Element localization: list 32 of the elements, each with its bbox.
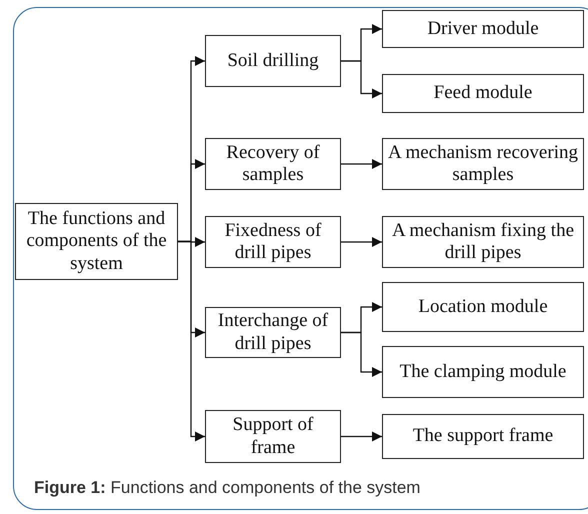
node-label: Recovery of samples xyxy=(225,142,321,186)
process-box xyxy=(205,35,341,87)
arrow xyxy=(341,159,382,169)
process-box xyxy=(382,346,584,398)
node-label: Support of frame xyxy=(232,414,314,459)
node-label: Location module xyxy=(418,296,548,318)
process-box xyxy=(205,307,341,358)
node-label: Soil drilling xyxy=(227,50,319,72)
node-label: Feed module xyxy=(434,82,532,105)
node-label: A mechanism fixing the drill pipes xyxy=(390,220,576,264)
node-label: Fixedness of drill pipes xyxy=(224,220,322,264)
arrow xyxy=(341,332,382,377)
arrow xyxy=(341,237,382,247)
process-box xyxy=(382,216,584,268)
node-label: The support frame xyxy=(412,425,554,448)
process-box xyxy=(382,282,584,332)
node-label: Driver module xyxy=(427,18,539,40)
process-box xyxy=(382,10,584,48)
arrow xyxy=(341,60,382,98)
figure-caption: Figure 1: Functions and components of the system xyxy=(34,478,420,498)
process-box xyxy=(205,216,341,268)
node-label: The clamping module xyxy=(400,360,566,384)
arrow xyxy=(178,240,205,442)
process-box xyxy=(382,74,584,113)
process-box xyxy=(15,203,178,280)
process-box xyxy=(205,410,341,463)
node-label: Interchange of drill pipes xyxy=(216,310,330,355)
process-box xyxy=(382,414,584,459)
process-box xyxy=(205,138,341,190)
node-label: The functions and components of the system xyxy=(25,208,168,276)
node-label: A mechanism recovering samples xyxy=(387,142,579,186)
arrow xyxy=(341,432,382,442)
